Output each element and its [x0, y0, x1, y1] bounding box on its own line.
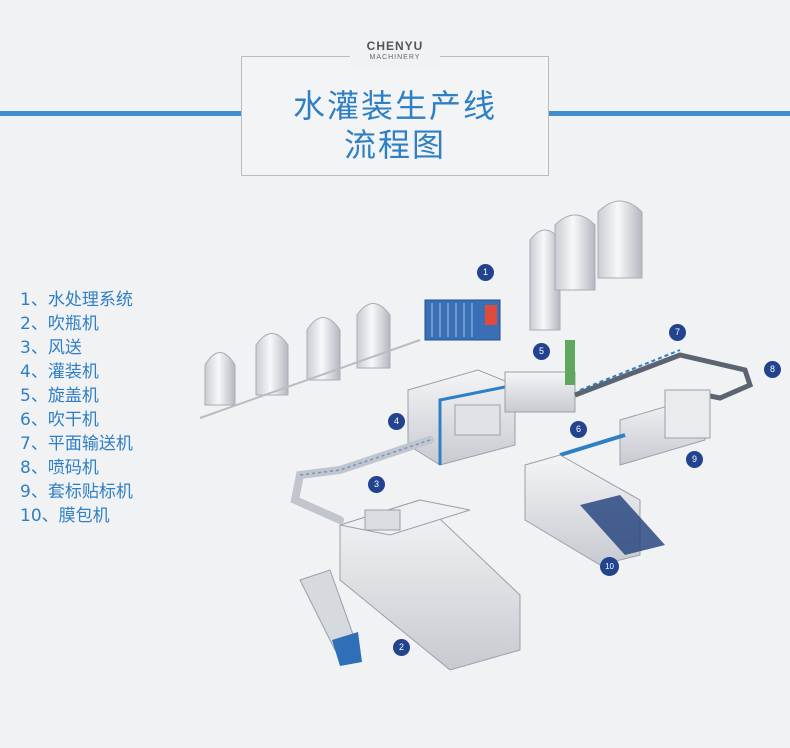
page-title: 水灌装生产线 [292, 87, 497, 125]
badge-5: 5 [533, 343, 550, 360]
badge-9: 9 [686, 451, 703, 468]
legend-item: 3、风送 [20, 338, 82, 358]
header-line-right [549, 111, 790, 116]
badge-8: 8 [764, 361, 781, 378]
legend-item: 1、水处理系统 [20, 290, 133, 310]
legend-item: 5、旋盖机 [20, 386, 99, 406]
capping-machine [504, 340, 576, 413]
title-frame [241, 56, 549, 176]
flat-conveyor [574, 349, 754, 401]
film-wrapper [524, 454, 665, 566]
badge-7: 7 [669, 324, 686, 341]
legend-item: 7、平面输送机 [20, 434, 133, 454]
page-subtitle: 流程图 [343, 126, 446, 164]
labeling-machine [559, 389, 711, 466]
blow-molding-machine [299, 499, 521, 671]
badge-2: 2 [393, 639, 410, 656]
air-conveyor [290, 436, 434, 524]
brand-name: CHENYU [366, 39, 424, 53]
legend-item: 6、吹干机 [20, 410, 99, 430]
legend-item: 4、灌装机 [20, 362, 99, 382]
brand-logo: CHENYU MACHINERY [350, 40, 440, 66]
legend-item: 9、套标贴标机 [20, 482, 133, 502]
legend-item: 10、膜包机 [20, 506, 110, 526]
brand-subtitle: MACHINERY [369, 54, 421, 61]
water-treatment-tanks [199, 200, 643, 419]
badge-6: 6 [570, 421, 587, 438]
badge-3: 3 [368, 476, 385, 493]
header-line-left [0, 111, 241, 116]
legend-item: 8、喷码机 [20, 458, 99, 478]
badge-4: 4 [388, 413, 405, 430]
filling-machine [407, 369, 516, 466]
badge-10: 10 [600, 557, 619, 576]
legend-item: 2、吹瓶机 [20, 314, 99, 334]
legend-list: 1、水处理系统 2、吹瓶机 3、风送 4、灌装机 5、旋盖机 6、吹干机 7、平… [20, 288, 133, 528]
badge-1: 1 [477, 264, 494, 281]
